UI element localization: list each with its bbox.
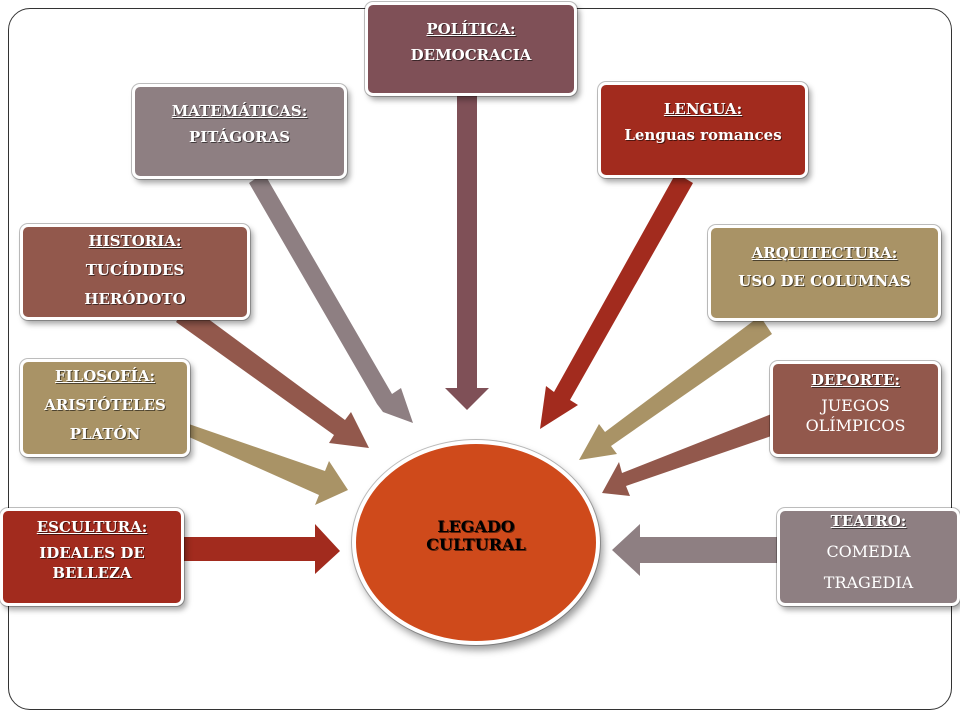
deporte-line-2: JUEGOS OLÍMPICOS <box>805 396 906 435</box>
arquitectura-heading: ARQUITECTURA: <box>751 244 898 262</box>
lengua-heading: LENGUA: <box>663 100 743 118</box>
node-filosofia: FILOSOFÍA: ARISTÓTELES PLATÓN <box>20 359 190 457</box>
politica-heading: POLÍTICA: <box>426 20 516 38</box>
arquitectura-line-2: USO DE COLUMNAS <box>738 272 911 290</box>
arrow-politica <box>445 96 489 410</box>
node-lengua: LENGUA: Lenguas romances <box>598 82 808 178</box>
node-deporte: DEPORTE: JUEGOS OLÍMPICOS <box>770 361 941 457</box>
arrow-matematicas <box>249 173 413 423</box>
historia-heading: HISTORIA: <box>88 232 182 250</box>
arrow-escultura <box>183 524 340 574</box>
arrow-historia <box>176 304 369 448</box>
center-node-legado-cultural: LEGADO CULTURAL <box>352 440 600 645</box>
arrow-filosofia <box>183 422 348 505</box>
node-escultura: ESCULTURA: IDEALES DE BELLEZA <box>0 508 184 606</box>
arrow-deporte <box>602 413 780 496</box>
lengua-line-2: Lenguas romances <box>624 126 782 144</box>
historia-line-2: TUCÍDIDES <box>85 261 185 279</box>
arrow-lengua <box>540 173 693 429</box>
arrow-teatro <box>612 524 781 576</box>
historia-line-3: HERÓDOTO <box>84 290 186 308</box>
node-historia: HISTORIA: TUCÍDIDES HERÓDOTO <box>20 224 250 320</box>
node-teatro: TEATRO: COMEDIA TRAGEDIA <box>777 508 960 606</box>
teatro-line-2: COMEDIA <box>826 542 911 561</box>
arrow-arquitectura <box>579 316 772 460</box>
center-line-2: CULTURAL <box>426 535 526 554</box>
teatro-line-3: TRAGEDIA <box>823 573 914 592</box>
node-matematicas: MATEMÁTICAS: PITÁGORAS <box>132 84 347 179</box>
escultura-line-2: IDEALES DE BELLEZA <box>39 544 145 582</box>
node-arquitectura: ARQUITECTURA: USO DE COLUMNAS <box>708 225 941 321</box>
center-line-1: LEGADO <box>437 517 515 536</box>
deporte-heading: DEPORTE: <box>810 371 901 389</box>
politica-line-2: DEMOCRACIA <box>410 46 532 64</box>
escultura-heading: ESCULTURA: <box>36 518 148 536</box>
node-politica: POLÍTICA: DEMOCRACIA <box>365 2 577 96</box>
matematicas-line-2: PITÁGORAS <box>188 128 291 146</box>
matematicas-heading: MATEMÁTICAS: <box>171 102 308 120</box>
filosofia-line-3: PLATÓN <box>69 425 141 443</box>
filosofia-heading: FILOSOFÍA: <box>54 367 156 385</box>
filosofia-line-2: ARISTÓTELES <box>44 396 166 414</box>
teatro-heading: TEATRO: <box>830 512 907 530</box>
